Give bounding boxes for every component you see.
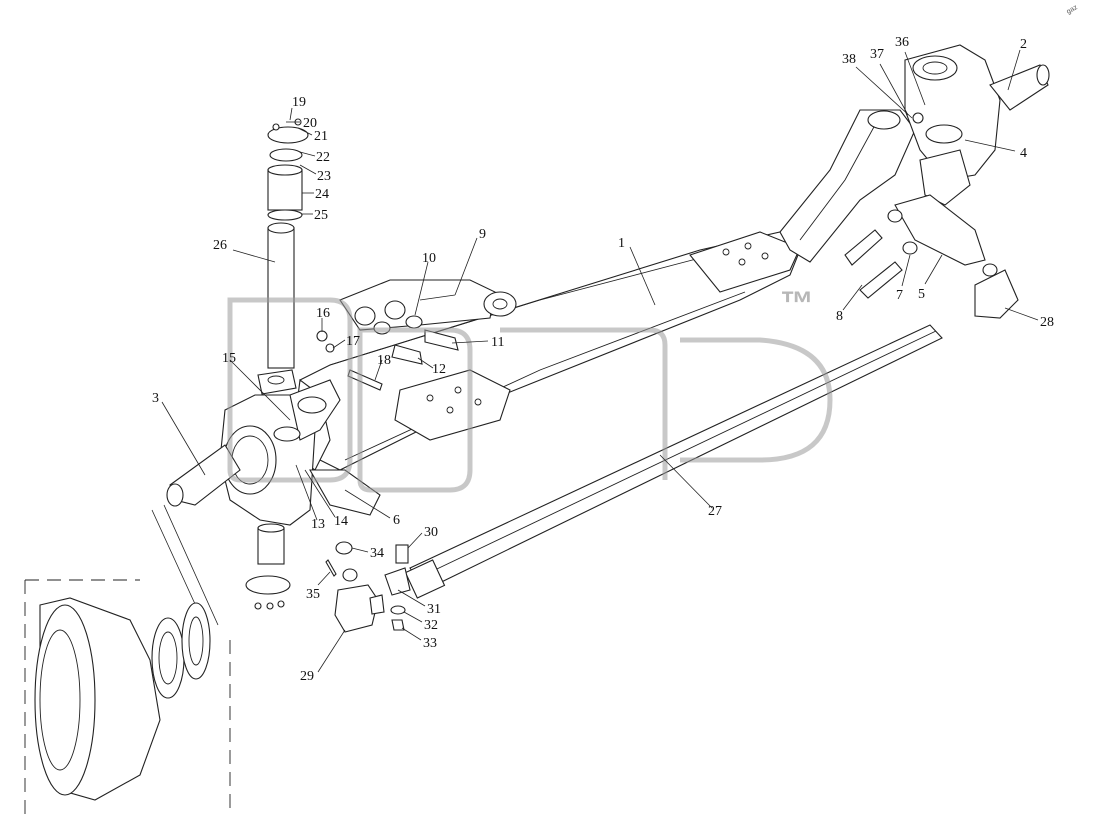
lower-kingpin-parts [245,523,291,610]
trademark-sign: ™ [780,285,814,323]
callout-22: 22 [316,150,330,165]
callout-4: 4 [1020,146,1027,161]
callout-9: 9 [479,227,486,242]
callout-32: 32 [424,618,438,633]
callout-25: 25 [314,208,328,223]
callout-3: 3 [152,391,159,406]
callout-13: 13 [311,517,325,532]
callout-21: 21 [314,129,328,144]
leader-lines [161,49,1039,673]
callout-27: 27 [708,504,722,519]
callout-19: 19 [292,95,306,110]
callout-34: 34 [370,546,384,561]
callout-10: 10 [422,251,436,266]
callout-30: 30 [424,525,438,540]
callout-5: 5 [918,287,925,302]
tie-rod [404,324,943,599]
callout-26: 26 [213,238,227,253]
right-tie-rod-end [974,263,1019,319]
callout-labels: 1 2 3 4 5 6 7 8 9 10 11 12 13 14 15 16 1… [152,35,1054,684]
callout-29: 29 [300,669,314,684]
callout-37: 37 [870,47,884,62]
right-steering-knuckle [844,44,1050,299]
callout-11: 11 [491,335,504,350]
watermark: ™ [227,285,833,493]
callout-38: 38 [842,52,856,67]
callout-1: 1 [618,236,625,251]
left-steering-knuckle [166,369,381,526]
callout-17: 17 [346,334,360,349]
callout-18: 18 [377,353,391,368]
callout-12: 12 [432,362,446,377]
callout-2: 2 [1020,37,1027,52]
callout-16: 16 [316,306,330,321]
front-axle-beam [294,109,916,471]
corner-mark: gaz [1066,4,1080,16]
callout-20: 20 [303,116,317,131]
kingpin-assembly [267,118,309,369]
callout-35: 35 [306,587,320,602]
callout-6: 6 [393,513,400,528]
callout-36: 36 [895,35,909,50]
callout-33: 33 [423,636,437,651]
left-tie-rod-end [325,541,411,633]
callout-28: 28 [1040,315,1054,330]
callout-8: 8 [836,309,843,324]
callout-24: 24 [315,187,329,202]
callout-7: 7 [896,288,903,303]
callout-15: 15 [222,351,236,366]
wheel-hub-inset [24,504,231,815]
callout-31: 31 [427,602,441,617]
callout-14: 14 [334,514,348,529]
callout-23: 23 [317,169,331,184]
